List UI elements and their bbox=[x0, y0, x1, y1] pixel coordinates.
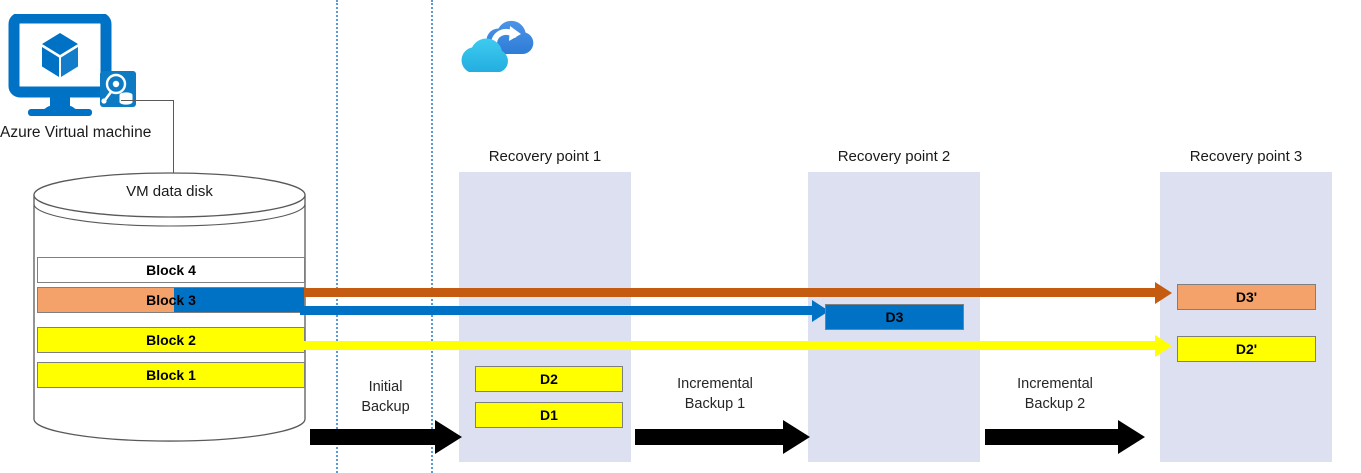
disk-block-3-orange-half bbox=[38, 288, 174, 312]
initial-backup-label-line1: Initial bbox=[368, 379, 403, 395]
initial-backup-label-line2: Backup bbox=[361, 398, 410, 415]
incremental-backup-1-label-line1: Incremental bbox=[677, 376, 753, 392]
recovery-point-2-title: Recovery point 2 bbox=[837, 148, 951, 165]
vm-data-disk-label: VM data disk bbox=[126, 183, 213, 200]
incremental-backup-1-label-line2: Backup 1 bbox=[684, 395, 746, 412]
flow-line-blue bbox=[300, 306, 812, 315]
incremental-backup-2-label-line2: Backup 2 bbox=[1024, 395, 1086, 412]
recovery-point-1-box-d1: D1 bbox=[475, 402, 623, 428]
disk-block-3: Block 3 bbox=[37, 287, 305, 313]
recovery-point-1-box-d2: D2 bbox=[475, 366, 623, 392]
managed-disk-icon bbox=[100, 71, 136, 107]
disk-block-3-blue-half bbox=[174, 288, 304, 312]
recovery-point-2-box-d3: D3 bbox=[825, 304, 964, 330]
recovery-point-3-box-d2-prime: D2' bbox=[1177, 336, 1316, 362]
disk-block-2-label: Block 2 bbox=[146, 332, 196, 348]
disk-block-3-label: Block 3 bbox=[146, 292, 196, 308]
flow-arrowhead-blue bbox=[812, 300, 829, 322]
incremental-backup-2-arrow-head bbox=[1118, 420, 1145, 454]
flow-arrowhead-yellow bbox=[1155, 335, 1172, 357]
disk-block-4: Block 4 bbox=[37, 257, 305, 283]
incremental-backup-2-label-line1: Incremental bbox=[1017, 376, 1093, 392]
azure-virtual-machine-icon bbox=[8, 12, 138, 119]
disk-block-2: Block 2 bbox=[37, 327, 305, 353]
dotted-guide-right bbox=[431, 0, 433, 473]
incremental-backup-1-arrow-shaft bbox=[635, 429, 783, 445]
recovery-point-3-box-d2-prime-label: D2' bbox=[1235, 341, 1258, 357]
incremental-backup-1-label: Incremental Backup 1 bbox=[650, 375, 780, 414]
flow-arrowhead-orange bbox=[1155, 282, 1172, 304]
initial-backup-label: Initial Backup bbox=[333, 378, 438, 417]
recovery-point-3-panel bbox=[1160, 172, 1332, 462]
incremental-backup-2-arrow-shaft bbox=[985, 429, 1118, 445]
dotted-guide-left bbox=[336, 0, 338, 473]
initial-backup-arrow-head bbox=[435, 420, 462, 454]
recovery-point-1-title: Recovery point 1 bbox=[488, 148, 602, 165]
vm-to-disk-connector-vertical bbox=[173, 100, 174, 180]
recovery-point-3-box-d3-prime: D3' bbox=[1177, 284, 1316, 310]
flow-line-yellow bbox=[300, 341, 1155, 350]
vm-to-disk-connector-horizontal bbox=[121, 100, 174, 101]
disk-block-1-label: Block 1 bbox=[146, 367, 196, 383]
disk-block-1: Block 1 bbox=[37, 362, 305, 388]
recovery-point-3-title: Recovery point 3 bbox=[1189, 148, 1303, 165]
incremental-backup-1-arrow-head bbox=[783, 420, 810, 454]
incremental-backup-2-label: Incremental Backup 2 bbox=[990, 375, 1120, 414]
recovery-point-2-box-d3-label: D3 bbox=[885, 309, 904, 325]
recovery-point-1-box-d1-label: D1 bbox=[540, 407, 558, 423]
recovery-point-1-box-d2-label: D2 bbox=[540, 371, 558, 387]
recovery-point-3-box-d3-prime-label: D3' bbox=[1235, 289, 1258, 305]
initial-backup-arrow-shaft bbox=[310, 429, 435, 445]
disk-block-4-label: Block 4 bbox=[146, 262, 196, 278]
flow-line-orange bbox=[300, 288, 1155, 297]
recovery-services-vault-cloud-icon bbox=[455, 10, 535, 90]
azure-virtual-machine-label: Azure Virtual machine bbox=[0, 124, 152, 141]
